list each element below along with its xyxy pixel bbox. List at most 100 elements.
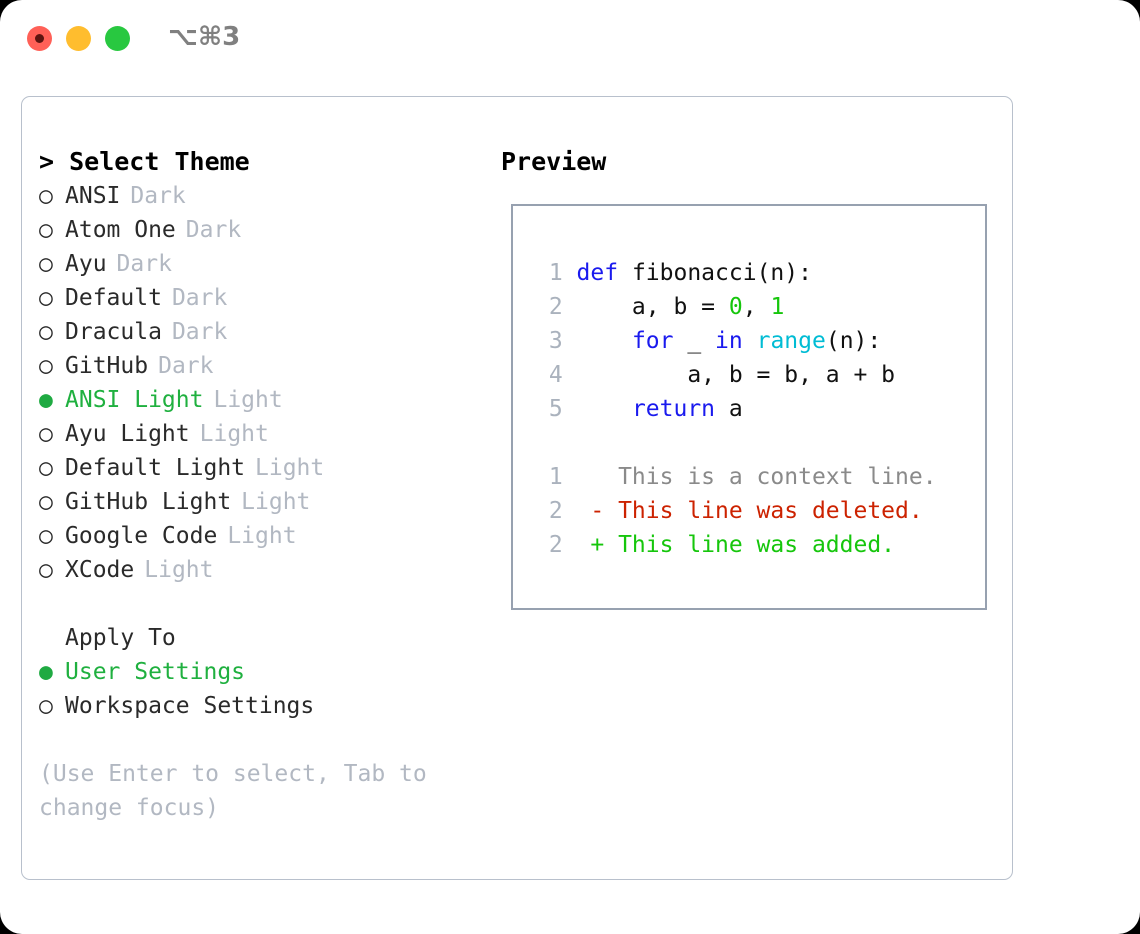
keyboard-shortcut-label: ⌥⌘3 (168, 22, 241, 52)
code-token: return (631, 396, 716, 422)
select-theme-heading: > Select Theme (39, 147, 250, 176)
preview-heading: Preview (501, 147, 607, 176)
code-token: + This line was added. (576, 532, 896, 558)
diff-line: 2 - This line was deleted. (535, 494, 937, 528)
theme-item-variant-tag: Dark (158, 353, 214, 379)
theme-item-variant-tag: Dark (185, 217, 242, 243)
radio-unselected-icon: ○ (39, 353, 53, 379)
radio-unselected-icon: ○ (39, 217, 53, 243)
gutter-space (563, 532, 577, 558)
theme-item-variant-tag: Dark (171, 285, 228, 311)
traffic-lights (27, 26, 130, 51)
theme-item-6[interactable]: ● ANSI Light Light (39, 383, 479, 417)
radio-selected-icon: ● (39, 387, 53, 413)
theme-item-label: GitHub Light (65, 489, 232, 515)
code-token: _ (673, 328, 716, 354)
apply-to-heading: Apply To (65, 625, 176, 651)
gutter-space (563, 294, 577, 320)
line-number: 5 (548, 396, 563, 422)
theme-item-variant-tag: Light (144, 557, 214, 583)
apply-to-item-label: User Settings (65, 659, 246, 685)
code-token: in (715, 328, 743, 354)
theme-item-0[interactable]: ○ ANSI Dark (39, 179, 479, 213)
code-line: 3 for _ in range(n): (535, 324, 937, 358)
apply-to-heading-row: ○ Apply To (39, 621, 479, 655)
radio-unselected-icon: ○ (39, 183, 53, 209)
gutter-space (563, 362, 577, 388)
radio-unselected-icon: ○ (39, 557, 53, 583)
code-token (577, 396, 632, 422)
maximize-window-button[interactable] (105, 26, 130, 51)
diff-line: 2 + This line was added. (535, 528, 937, 562)
line-number: 4 (548, 362, 563, 388)
code-token: 0 (728, 294, 743, 320)
theme-item-label: Default Light (65, 455, 246, 481)
apply-to-item-label: Workspace Settings (65, 693, 315, 719)
theme-item-label: Google Code (65, 523, 218, 549)
theme-item-label: Ayu Light (65, 421, 190, 447)
theme-item-variant-tag: Light (199, 421, 269, 447)
gutter-space (563, 328, 577, 354)
code-token: This is a context line. (576, 464, 937, 490)
code-token: , (742, 294, 771, 320)
theme-item-5[interactable]: ○ GitHub Dark (39, 349, 479, 383)
line-number: 2 (548, 498, 563, 524)
line-number: 3 (548, 328, 563, 354)
minimize-window-button[interactable] (66, 26, 91, 51)
theme-item-label: ANSI (65, 183, 121, 209)
radio-unselected-icon: ○ (39, 455, 53, 481)
code-line: 2 a, b = 0, 1 (535, 290, 937, 324)
radio-unselected-icon: ○ (39, 421, 53, 447)
theme-item-9[interactable]: ○ GitHub Light Light (39, 485, 479, 519)
theme-item-variant-tag: Light (241, 489, 311, 515)
code-token: for (631, 328, 674, 354)
gutter-space (563, 260, 577, 286)
code-token (577, 328, 632, 354)
gutter-space (563, 464, 577, 490)
theme-item-variant-tag: Light (213, 387, 283, 413)
radio-unselected-icon: ○ (39, 251, 53, 277)
radio-unselected-icon: ○ (39, 693, 53, 719)
gutter-space (563, 498, 577, 524)
radio-selected-icon: ● (39, 659, 53, 685)
apply-to-item-1[interactable]: ○ Workspace Settings (39, 689, 479, 723)
code-line: 5 return a (535, 392, 937, 426)
theme-item-7[interactable]: ○ Ayu Light Light (39, 417, 479, 451)
code-token: - This line was deleted. (576, 498, 923, 524)
close-window-button[interactable] (27, 26, 52, 51)
line-number: 2 (548, 532, 563, 558)
gutter-space (563, 396, 577, 422)
code-token: a, b = b, a + b (576, 362, 896, 388)
section-spacer (39, 587, 479, 621)
code-token: a, b = (576, 294, 729, 320)
radio-unselected-icon: ○ (39, 489, 53, 515)
radio-unselected-icon: ○ (39, 285, 53, 311)
code-token: a (715, 396, 743, 422)
line-number: 1 (548, 464, 563, 490)
theme-item-variant-tag: Dark (116, 251, 172, 277)
code-diff-separator (535, 426, 937, 460)
preview-pane: Preview (501, 145, 1001, 179)
diff-line: 1 This is a context line. (535, 460, 937, 494)
theme-item-variant-tag: Dark (171, 319, 228, 345)
line-number: 2 (548, 294, 563, 320)
apply-to-list[interactable]: ● User Settings ○ Workspace Settings (39, 655, 479, 723)
code-token (743, 328, 757, 354)
theme-item-8[interactable]: ○ Default Light Light (39, 451, 479, 485)
theme-item-label: ANSI Light (65, 387, 204, 413)
theme-item-label: GitHub (65, 353, 149, 379)
theme-item-variant-tag: Light (255, 455, 325, 481)
apply-to-item-0[interactable]: ● User Settings (39, 655, 479, 689)
radio-unselected-icon: ○ (39, 523, 53, 549)
theme-item-variant-tag: Dark (130, 183, 186, 209)
